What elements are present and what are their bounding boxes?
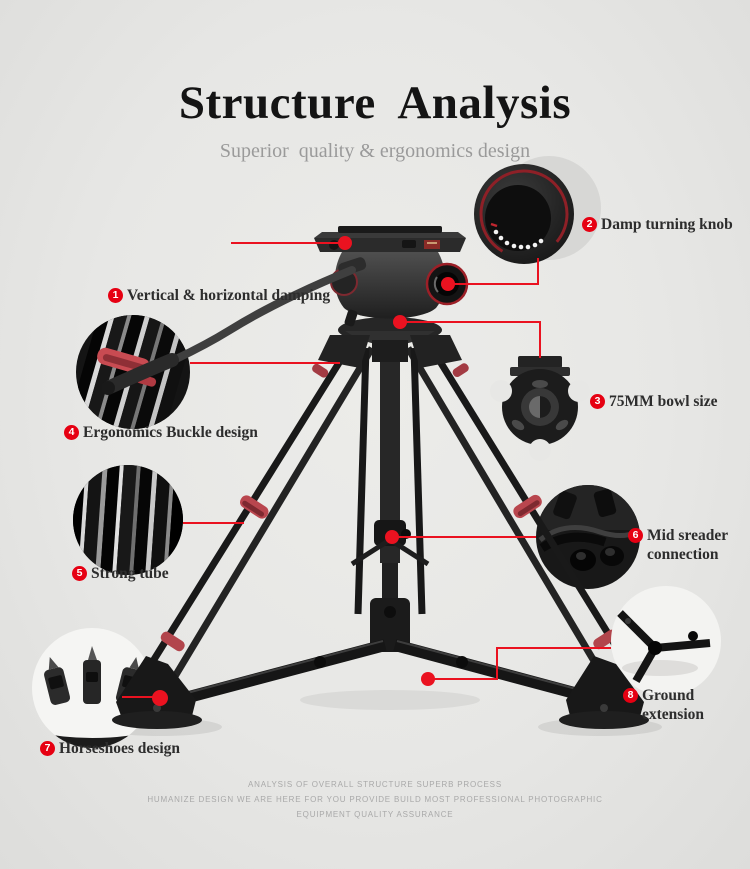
leg-lock-right xyxy=(513,494,542,519)
knob-scale-dots xyxy=(493,229,544,250)
callout-5-badge: 5 xyxy=(72,566,87,581)
callout-75mm-bowl-size: 3 75MM bowl size xyxy=(590,392,717,411)
leader-line-8 xyxy=(428,647,611,680)
page-title: Structure Analysis xyxy=(178,77,572,129)
leader-dot-3 xyxy=(393,315,407,329)
callout-1-label: Vertical & horizontal damping xyxy=(127,287,331,304)
quick-release-plate xyxy=(314,226,466,252)
damp-knob-photo xyxy=(474,156,601,264)
page-subtitle: Superior quality & ergonomics design xyxy=(219,140,531,162)
leg-lock-left xyxy=(239,495,269,519)
callout-ground-extension: 8 Ground extension xyxy=(623,686,750,725)
callout-7-label: Horseshoes design xyxy=(59,740,180,757)
callout-3-label: 75MM bowl size xyxy=(609,393,718,410)
callout-strong-tube: 5 Strong tube xyxy=(72,564,169,583)
callout-6-badge: 6 xyxy=(628,528,643,543)
footer-fine-print: ANALYSIS OF OVERALL STRUCTURE SUPERB PRO… xyxy=(0,777,750,822)
callout-4-badge: 4 xyxy=(64,425,79,440)
ground-spreader xyxy=(112,598,649,729)
callout-1-badge: 1 xyxy=(108,288,123,303)
footer-line-3: EQUIPMENT QUALITY ASSURANCE xyxy=(296,810,454,819)
pan-handle xyxy=(101,257,367,395)
leader-dot-1 xyxy=(338,236,352,250)
callout-4-label: Ergonomics Buckle design xyxy=(83,424,258,441)
leader-dot-6 xyxy=(385,530,399,544)
leader-dot-8 xyxy=(421,672,435,686)
leader-line-2 xyxy=(448,258,539,285)
fluid-head xyxy=(101,226,469,395)
rubber-foot xyxy=(44,657,71,705)
footer-line-2: HUMANIZE DESIGN WE ARE HERE FOR YOU PROV… xyxy=(147,795,603,804)
callout-6-label: Mid sreader connection xyxy=(647,527,728,564)
callout-8-label: Ground extension xyxy=(642,687,704,724)
callout-ergonomics-buckle: 4 Ergonomics Buckle design xyxy=(64,423,258,442)
callout-damp-turning-knob: 2 Damp turning knob xyxy=(582,215,733,234)
callout-3-badge: 3 xyxy=(590,394,605,409)
footer-line-1: ANALYSIS OF OVERALL STRUCTURE SUPERB PRO… xyxy=(248,780,502,789)
callout-2-badge: 2 xyxy=(582,217,597,232)
callout-horseshoes-design: 7 Horseshoes design xyxy=(40,739,180,758)
foot-left xyxy=(112,656,202,729)
foot-right xyxy=(559,656,649,729)
leader-line-3 xyxy=(400,321,541,358)
leader-lines xyxy=(122,236,611,706)
callout-8-badge: 8 xyxy=(623,688,638,703)
leader-dot-7 xyxy=(152,690,168,706)
leader-dot-2 xyxy=(441,277,455,291)
spike-foot xyxy=(83,646,101,704)
callout-vertical-horizontal-damping: 1 Vertical & horizontal damping xyxy=(108,286,330,305)
ground-extension-photo xyxy=(611,586,721,696)
callout-2-label: Damp turning knob xyxy=(601,216,733,233)
callout-7-badge: 7 xyxy=(40,741,55,756)
bowl-photo xyxy=(490,356,590,461)
callout-5-label: Strong tube xyxy=(91,565,169,582)
callout-mid-spreader-connection: 6 Mid sreader connection xyxy=(628,526,739,565)
